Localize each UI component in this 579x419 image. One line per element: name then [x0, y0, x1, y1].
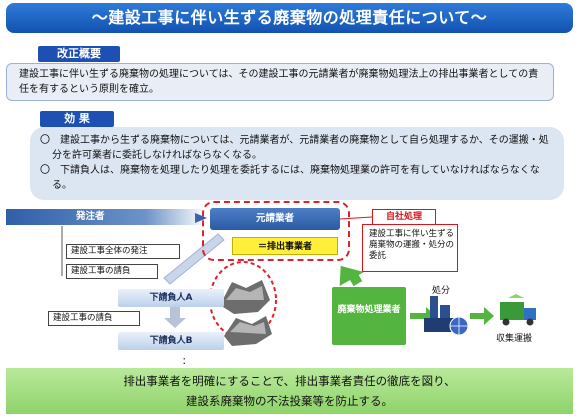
truck-icon: [500, 294, 536, 326]
emitter-highlight: [202, 201, 350, 261]
effect-item-2: 〇 下請負人は、廃棄物を処理したり処理を委託するには、廃棄物処理業の許可を有して…: [40, 165, 540, 191]
emitter-label: ＝排出事業者: [232, 237, 338, 255]
consignment-callout: 建設工事に伴い生ずる廃棄物の運搬・処分の委託: [362, 224, 458, 272]
effect-label: 効 果: [40, 111, 114, 127]
factory-icon: [424, 296, 469, 336]
waste-pile-icon: [220, 280, 272, 346]
conclusion-line-1: 排出事業者を明確にすることで、排出事業者責任の徹底を図り、: [123, 374, 456, 388]
client-node: 発注者: [6, 209, 206, 225]
disposal-label: 処分: [432, 286, 451, 296]
revision-label: 改正概要: [38, 46, 120, 62]
waste-company-node: 廃棄物処理業者: [332, 287, 406, 345]
sub-contract-label-1: 建設工事の請負: [66, 264, 158, 279]
effect-item-1: 〇 建設工事から生ずる廃棄物については、元請業者が、元請業者の廃棄物として自ら処…: [40, 135, 549, 161]
conclusion-line-2: 建設系廃棄物の不法投棄等を防止する。: [186, 394, 393, 408]
transport-label: 収集運搬: [496, 334, 533, 344]
prime-contractor-node: 元請業者: [210, 208, 340, 230]
conclusion-banner: 排出事業者を明確にすることで、排出事業者責任の徹底を図り、 建設系廃棄物の不法投…: [6, 368, 573, 414]
subcontractor-b: 下請負人B: [118, 332, 224, 350]
effect-box: 〇 建設工事から生ずる廃棄物については、元請業者が、元請業者の廃棄物として自ら処…: [30, 127, 564, 200]
self-processing-label: 自社処理: [372, 209, 436, 225]
revision-text: 建設工事に伴い生ずる廃棄物の処理については、その建設工事の元請業者が廃棄物処理法…: [6, 63, 554, 101]
sub-contract-label-2: 建設工事の請負: [48, 311, 140, 326]
order-all-label: 建設工事全体の発注: [66, 244, 180, 259]
continuation-dots: ：: [182, 357, 192, 367]
page-title: ～建設工事に伴い生ずる廃棄物の処理責任について～: [6, 3, 573, 33]
subcontractor-a: 下請負人A: [118, 289, 224, 307]
